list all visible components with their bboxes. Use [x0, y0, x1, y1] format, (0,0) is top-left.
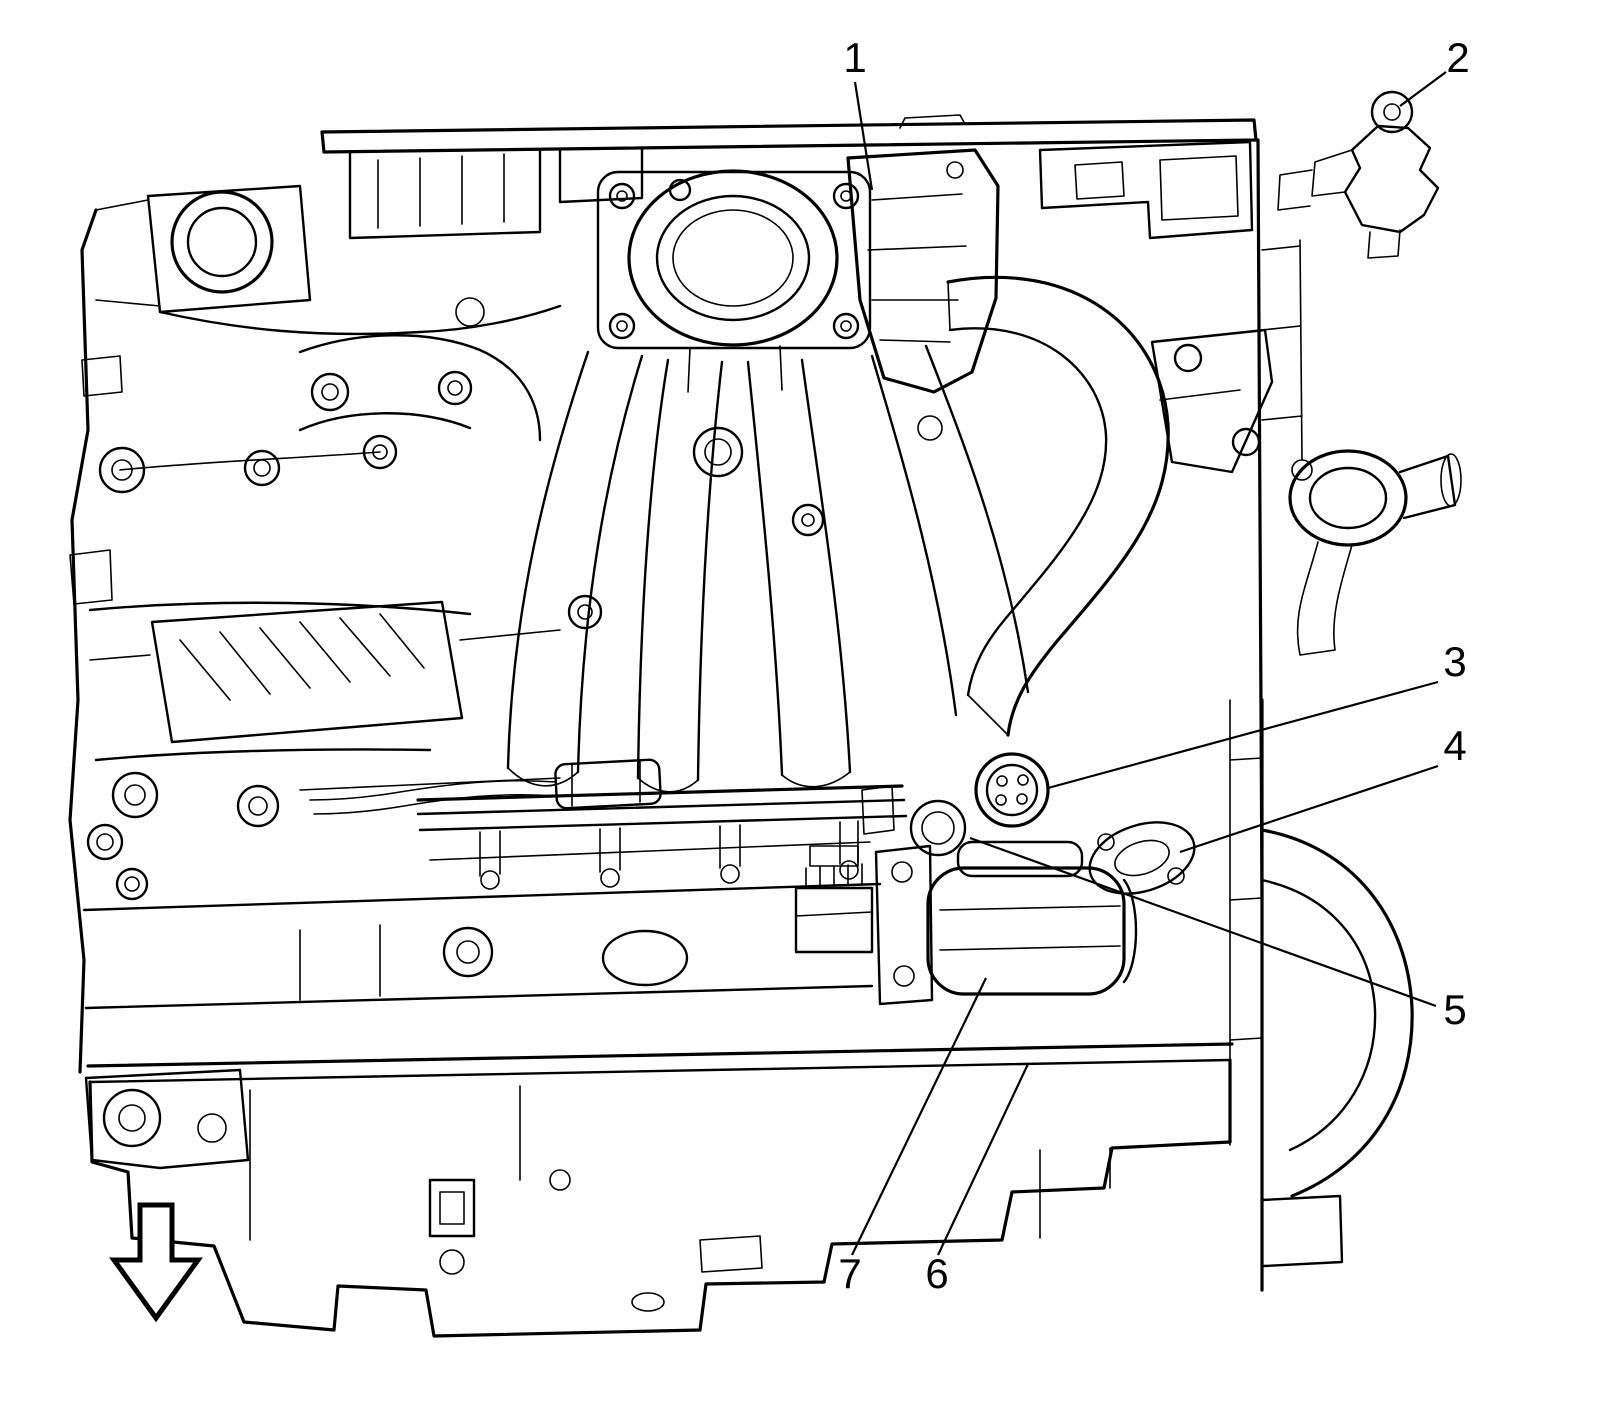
camshaft-position-sensor — [1277, 90, 1440, 259]
valve-cover-rail — [320, 114, 1258, 240]
leader-line-5 — [969, 836, 1437, 1008]
callout-label-3: 3 — [1443, 638, 1466, 685]
leader-line-7 — [851, 977, 987, 1256]
callout-label-6: 6 — [925, 1250, 948, 1297]
callout-label-5: 5 — [1443, 986, 1466, 1033]
leader-line-6 — [937, 1063, 1029, 1256]
mount-boss — [1088, 821, 1196, 895]
seal-ring — [909, 799, 967, 857]
leader-lines — [851, 71, 1447, 1256]
intake-runner-right — [946, 275, 1170, 737]
manifold-braces — [298, 334, 943, 630]
down-arrow-icon — [109, 1202, 203, 1323]
callout-labels: 1 2 3 4 5 6 7 — [838, 34, 1469, 1297]
engine-artwork — [68, 90, 1462, 1338]
leader-line-1 — [853, 81, 874, 191]
leader-line-3 — [1047, 680, 1439, 790]
pcv-housing — [846, 148, 1000, 394]
leader-line-2 — [1399, 71, 1447, 107]
leader-line-4 — [1179, 764, 1439, 854]
left-port — [95, 184, 312, 314]
coolant-outlet — [1288, 449, 1462, 656]
starter-motor — [874, 840, 1138, 1006]
lower-block — [82, 845, 882, 1010]
intake-runners — [506, 344, 1030, 793]
callout-label-2: 2 — [1446, 34, 1469, 81]
callout-label-7: 7 — [838, 1250, 861, 1297]
callout-label-1: 1 — [843, 34, 866, 81]
oil-pan — [84, 1042, 1234, 1338]
bell-housing — [1229, 698, 1414, 1292]
engine-block-left — [68, 208, 562, 1074]
support-bracket — [1150, 328, 1274, 474]
throttle-body — [596, 169, 872, 393]
fuel-rail — [309, 758, 908, 890]
callout-label-4: 4 — [1443, 722, 1466, 769]
oil-pressure-sensor — [974, 752, 1050, 828]
